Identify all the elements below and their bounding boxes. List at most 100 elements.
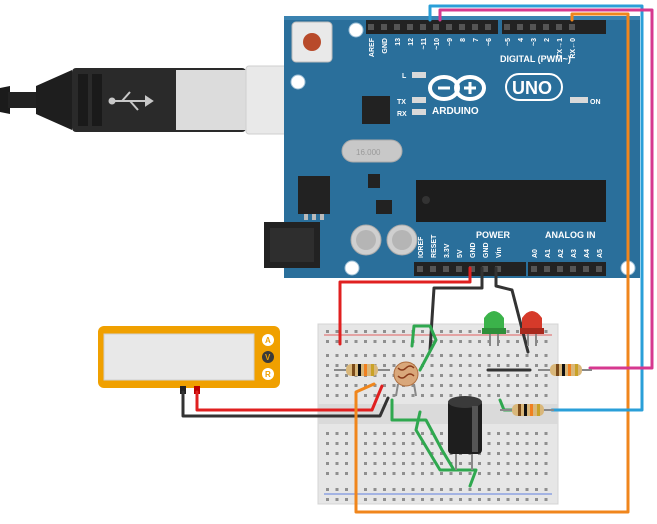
breadboard-hole[interactable] [402,340,405,343]
breadboard-hole[interactable] [525,472,529,475]
breadboard-hole[interactable] [516,384,519,387]
breadboard-hole[interactable] [430,374,434,377]
breadboard-hole[interactable] [506,498,510,501]
breadboard-hole[interactable] [487,374,491,377]
breadboard-hole[interactable] [421,488,424,491]
breadboard-hole[interactable] [335,364,339,367]
breadboard-hole[interactable] [421,394,424,397]
breadboard-hole[interactable] [421,354,424,357]
breadboard-hole[interactable] [535,462,538,465]
breadboard-hole[interactable] [373,488,377,491]
breadboard-hole[interactable] [373,432,377,435]
breadboard-hole[interactable] [373,384,377,387]
breadboard-hole[interactable] [430,462,434,465]
breadboard-hole[interactable] [478,472,481,475]
breadboard-hole[interactable] [392,442,396,445]
breadboard-hole[interactable] [402,498,405,501]
breadboard-hole[interactable] [421,498,424,501]
breadboard-hole[interactable] [364,384,367,387]
resistor-icon[interactable] [334,364,390,376]
breadboard-hole[interactable] [421,330,424,333]
breadboard-hole[interactable] [383,330,386,333]
breadboard-hole[interactable] [326,432,329,435]
breadboard-hole[interactable] [459,384,462,387]
breadboard-hole[interactable] [497,394,500,397]
breadboard-hole[interactable] [478,488,481,491]
breadboard-hole[interactable] [516,452,519,455]
power-pin-hole[interactable] [456,266,462,272]
breadboard-hole[interactable] [459,462,462,465]
breadboard-hole[interactable] [544,364,548,367]
breadboard-hole[interactable] [535,442,538,445]
breadboard-hole[interactable] [345,340,348,343]
breadboard-hole[interactable] [544,488,548,491]
breadboard-hole[interactable] [535,364,538,367]
breadboard-hole[interactable] [430,354,434,357]
breadboard-hole[interactable] [525,498,529,501]
breadboard-hole[interactable] [497,442,500,445]
breadboard-hole[interactable] [383,340,386,343]
breadboard-hole[interactable] [459,354,462,357]
breadboard-hole[interactable] [411,394,415,397]
breadboard-hole[interactable] [506,394,510,397]
breadboard-hole[interactable] [392,364,396,367]
breadboard-hole[interactable] [402,462,405,465]
digital-pin-hole[interactable] [569,24,575,30]
breadboard-hole[interactable] [459,488,462,491]
breadboard-hole[interactable] [402,354,405,357]
breadboard-hole[interactable] [326,472,329,475]
breadboard-hole[interactable] [392,452,396,455]
breadboard-hole[interactable] [373,498,377,501]
breadboard-hole[interactable] [364,432,367,435]
breadboard-hole[interactable] [506,330,510,333]
breadboard-hole[interactable] [497,472,500,475]
power-pin-hole[interactable] [430,266,436,272]
breadboard-hole[interactable] [392,384,396,387]
breadboard-hole[interactable] [449,488,453,491]
power-pin-hole[interactable] [443,266,449,272]
breadboard-hole[interactable] [544,498,548,501]
breadboard-hole[interactable] [392,432,396,435]
breadboard-hole[interactable] [411,488,415,491]
breadboard-hole[interactable] [468,354,472,357]
analog-pin-hole[interactable] [583,266,589,272]
power-pin-hole[interactable] [495,266,501,272]
breadboard-hole[interactable] [506,364,510,367]
breadboard-hole[interactable] [326,330,329,333]
breadboard-hole[interactable] [335,340,339,343]
analog-pin-hole[interactable] [531,266,537,272]
capacitor-icon[interactable] [448,396,482,470]
breadboard-hole[interactable] [516,364,519,367]
breadboard-hole[interactable] [430,394,434,397]
breadboard-hole[interactable] [411,432,415,435]
breadboard-hole[interactable] [364,330,367,333]
breadboard-hole[interactable] [345,394,348,397]
breadboard-hole[interactable] [364,340,367,343]
breadboard-hole[interactable] [335,452,339,455]
breadboard-hole[interactable] [392,472,396,475]
breadboard-hole[interactable] [335,488,339,491]
breadboard-hole[interactable] [487,394,491,397]
breadboard-hole[interactable] [487,354,491,357]
breadboard-hole[interactable] [516,330,519,333]
breadboard-hole[interactable] [506,384,510,387]
breadboard-hole[interactable] [345,452,348,455]
breadboard-hole[interactable] [326,394,329,397]
breadboard-hole[interactable] [497,354,500,357]
breadboard-hole[interactable] [478,384,481,387]
breadboard-hole[interactable] [478,330,481,333]
breadboard-hole[interactable] [383,374,386,377]
breadboard-hole[interactable] [383,472,386,475]
breadboard-hole[interactable] [345,498,348,501]
breadboard-hole[interactable] [506,488,510,491]
breadboard-hole[interactable] [544,442,548,445]
breadboard-hole[interactable] [525,432,529,435]
breadboard-hole[interactable] [468,384,472,387]
digital-pin-hole[interactable] [543,24,549,30]
led-red-icon[interactable] [520,311,544,346]
breadboard-hole[interactable] [516,340,519,343]
breadboard-hole[interactable] [440,384,443,387]
breadboard-hole[interactable] [326,442,329,445]
breadboard-hole[interactable] [478,374,481,377]
